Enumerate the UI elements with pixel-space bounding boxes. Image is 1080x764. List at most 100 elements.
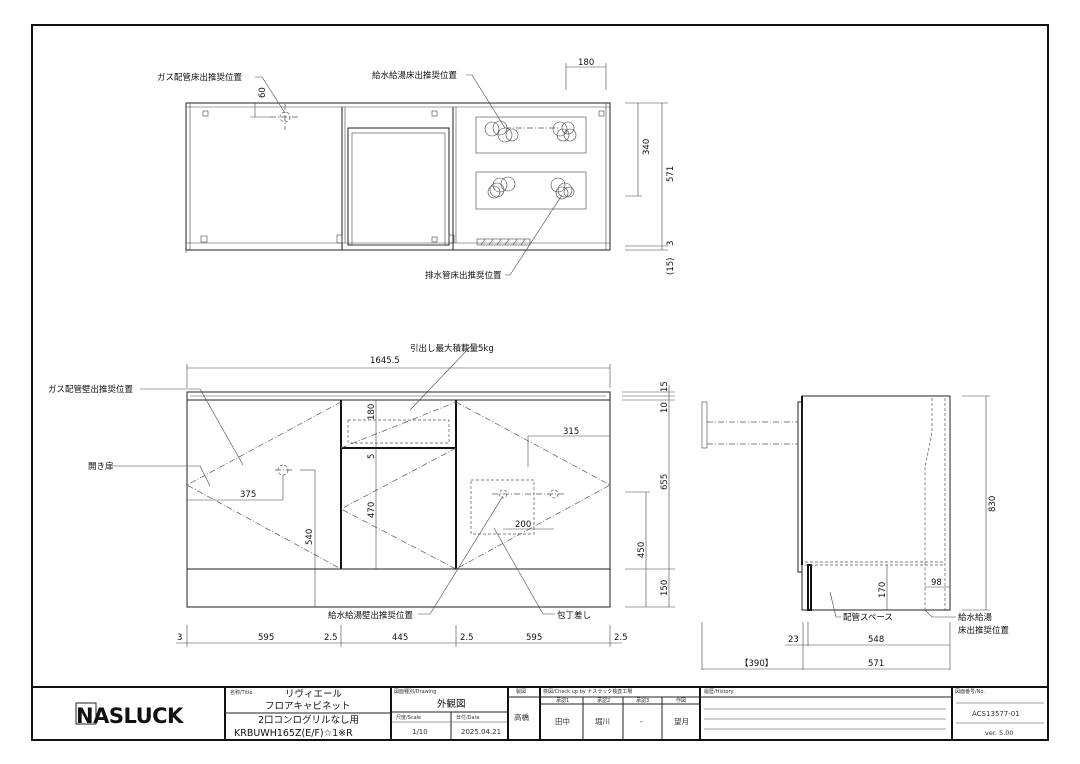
drain-floor-label: 排水管床出推奨位置 xyxy=(425,270,502,281)
approver-value-2: 堀川 xyxy=(595,717,610,726)
title-line4: KRBUWH165Z(E/F)☆1※R xyxy=(234,728,353,739)
drawing-line-rect xyxy=(431,110,438,117)
dim-450: 450 xyxy=(637,542,647,558)
dim-390: 【390】 xyxy=(740,659,773,669)
drawing-line-circle xyxy=(487,185,501,199)
dim-5: 5 xyxy=(367,454,377,459)
drawing-line-rect xyxy=(351,132,446,246)
hidden-line-polyline xyxy=(924,398,933,610)
dim-180: 180 xyxy=(578,58,594,68)
history-label: 履歴/History xyxy=(704,689,734,695)
drawer-inner xyxy=(347,419,450,444)
drawing-line-circle xyxy=(489,182,505,198)
drawing-line-polyline xyxy=(418,495,504,615)
drawing-line-circle xyxy=(492,177,508,193)
dim-bottom-4: 2.5 xyxy=(460,633,474,643)
burner-panel-top xyxy=(475,116,587,154)
drawing-line-rect xyxy=(431,236,438,243)
drawing-line-polyline xyxy=(140,388,244,466)
burner-rings xyxy=(484,120,577,200)
title-line1: リヴィエール xyxy=(285,688,343,700)
drawing-line-circle xyxy=(555,186,569,200)
cabinet-outline xyxy=(185,102,611,251)
drafted-value: 高橋 xyxy=(514,712,529,722)
burner-panel-bottom xyxy=(475,171,587,210)
title-line3: 2口コンログリルなし用 xyxy=(258,714,359,726)
drawing-value: 外観図 xyxy=(437,698,466,710)
opening-frame xyxy=(347,127,450,246)
drawing-line-circle xyxy=(484,121,500,137)
dim-150: 150 xyxy=(660,580,670,596)
right-door-swing xyxy=(455,401,611,570)
title-line2: フロアキャビネット xyxy=(265,701,351,712)
approver-value-3: - xyxy=(640,717,643,726)
plan-view: ガス配管床出推奨位置 給水給湯床出推奨位置 排水管床出推奨位置 60 180 3… xyxy=(157,58,676,281)
dim-23: 23 xyxy=(788,635,799,645)
drawing-line-rect xyxy=(598,110,605,117)
nasluck-logo: NASLUCK xyxy=(76,704,184,728)
dim-375: 375 xyxy=(240,490,256,500)
drawing-line-circle xyxy=(557,182,573,198)
number-label: 図面番号/No. xyxy=(955,688,985,695)
side-plinth xyxy=(807,564,812,611)
dim-340: 340 xyxy=(642,139,652,155)
dim-180-drawer: 180 xyxy=(367,404,377,420)
drawing-line-circle xyxy=(500,176,516,192)
approver-label-2: 承認2 xyxy=(597,697,610,704)
drawing-line-circle xyxy=(563,128,577,142)
dim-830: 830 xyxy=(988,496,998,512)
dim-10: 10 xyxy=(660,402,670,413)
pipe-space-label: 配管スペース xyxy=(843,612,893,623)
title-label: 名称/Title xyxy=(230,689,252,696)
water-floor-label-2: 床出推奨位置 xyxy=(958,625,1010,636)
drawer-load-label: 引出し最大積載量5kg xyxy=(410,343,494,354)
drawing-line-circle xyxy=(556,128,570,142)
water-floor-label: 給水給湯床出推奨位置 xyxy=(372,70,458,81)
drawing-line-rect xyxy=(336,234,343,244)
vent-grille xyxy=(476,238,531,246)
cabinet-body xyxy=(186,399,611,608)
side-view: 830 170 98 配管スペース 給水給湯 床出推奨位置 23 548 571… xyxy=(701,395,1010,670)
dim-200: 200 xyxy=(515,520,531,530)
drawing-line-path xyxy=(480,238,526,246)
drawing-line-circle xyxy=(561,121,575,135)
check-label: 検図/Check up by ナスラック検査工場 xyxy=(543,688,632,695)
approver-value-1: 田中 xyxy=(555,716,570,726)
dim-655: 655 xyxy=(660,474,670,490)
drawing-line-polyline xyxy=(493,527,555,615)
drawing-line-polyline xyxy=(112,465,211,487)
drafted-label: 製図 xyxy=(516,688,526,695)
dim-bottom-0: 3 xyxy=(177,633,182,643)
drawing-line-polyline xyxy=(409,346,483,411)
drawing-line-polyline xyxy=(255,76,286,114)
dim-1645-5: 1645.5 xyxy=(370,356,400,366)
approver-label-4: 作図 xyxy=(676,697,686,704)
front-view: 375 540 180 5 470 315 200 引出し最大積載量5kg 16… xyxy=(48,343,675,647)
dim-315: 315 xyxy=(563,427,579,437)
scale-value: 1/10 xyxy=(412,728,428,736)
gas-wall-label: ガス配管壁出推奨位置 xyxy=(48,384,134,395)
drawing-line-rect xyxy=(200,235,208,243)
water-floor-label-1: 給水給湯 xyxy=(958,612,993,623)
dim-15-top: 15 xyxy=(660,381,670,392)
dim-60: 60 xyxy=(258,87,268,98)
dim-bottom-5: 595 xyxy=(526,633,542,643)
dim-15: (15) xyxy=(666,258,676,275)
knife-holder xyxy=(470,479,535,535)
drawing-line-rect xyxy=(448,234,455,244)
drawing-label: 図面種別/Drawing xyxy=(394,688,436,695)
date-label: 日付/Date xyxy=(456,714,480,721)
water-wall-label: 給水給湯壁出推奨位置 xyxy=(328,610,414,621)
approver-label-3: 承認3 xyxy=(636,697,649,704)
dim-98: 98 xyxy=(931,578,942,588)
drawing-line-polyline xyxy=(466,74,506,129)
dim-548: 548 xyxy=(868,635,884,645)
drawing-line-rect xyxy=(75,702,97,725)
dim-bottom-6: 2.5 xyxy=(614,633,628,643)
drawing-number: ACS13577-01 xyxy=(972,710,1020,718)
drawing-line-polyline xyxy=(924,609,956,618)
version: ver. 5.00 xyxy=(985,729,1014,737)
dim-571-side: 571 xyxy=(868,659,884,669)
drawing-line-circle xyxy=(563,186,575,198)
